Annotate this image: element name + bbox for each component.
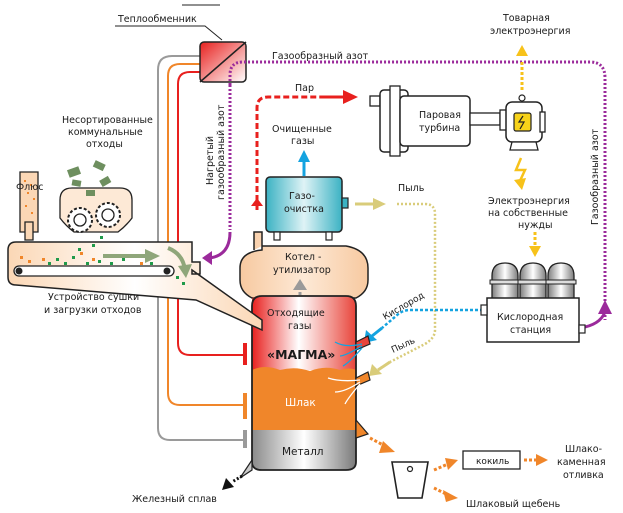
shredder-gears-icon — [67, 202, 121, 233]
slag-casting-label-1: Шлако- — [565, 444, 602, 455]
flux-particles — [20, 180, 143, 265]
commercial-power-label-1: Товарная — [502, 13, 550, 24]
slag-casting-label-3: отливка — [563, 470, 604, 481]
oxygen-station-label-1: Кислородная — [497, 312, 563, 323]
own-power-label-3: нужды — [518, 220, 552, 231]
slag-output-arrows — [433, 454, 548, 502]
slag-label: Шлак — [285, 397, 316, 409]
gaseous-nitrogen-top-label: Газообразный азот — [272, 51, 369, 62]
offgas-label-1: Отходящие — [267, 308, 325, 319]
steam-label: Пар — [295, 83, 314, 94]
steam-turbine-label-2: турбина — [419, 123, 460, 134]
flux-label: Флюс — [16, 182, 43, 193]
iron-alloy-flow — [222, 474, 243, 490]
metal-label: Металл — [282, 446, 324, 458]
own-power-label-1: Электроэнергия — [488, 196, 570, 207]
offgas-label-2: газы — [288, 321, 311, 332]
boiler-label-2: утилизатор — [273, 265, 331, 276]
heat-exchanger-label: Теплообменник — [117, 14, 197, 25]
mold-label: кокиль — [476, 457, 509, 467]
electricity-flow — [514, 45, 541, 257]
dryer-label-2: и загрузки отходов — [44, 305, 142, 316]
unsorted-waste-label-2: коммунальные — [68, 127, 143, 138]
slag-ladle-icon — [391, 461, 429, 499]
own-power-label-2: на собственные — [488, 208, 568, 219]
slag-gravel-label: Шлаковый щебень — [466, 499, 561, 510]
boiler-label-1: Котел - — [285, 252, 321, 263]
commercial-power-label-2: электроэнергия — [490, 26, 570, 37]
shredded-waste-particles — [48, 236, 185, 285]
electric-generator-icon — [499, 94, 546, 151]
magma-label: «МАГМА» — [267, 347, 335, 362]
dust-label-2: Пыль — [390, 336, 417, 356]
heat-exchanger-leader — [115, 25, 223, 41]
waste-heat-boiler — [239, 231, 369, 300]
oxygen-station — [480, 262, 586, 343]
waste-particles — [66, 160, 112, 196]
heated-nitrogen-label-2: газообразный азот — [216, 104, 227, 200]
dust-label-1: Пыль — [398, 183, 425, 194]
gas-cleaning-label-1: Газо- — [289, 191, 315, 202]
dryer-label-1: Устройство сушки — [48, 292, 139, 303]
unsorted-waste-label-3: отходы — [86, 139, 123, 150]
slag-flow — [369, 436, 395, 453]
cleaned-gases-label-1: Очищенные — [272, 124, 332, 135]
gas-cleaning-unit — [265, 150, 349, 241]
slag-casting-label-2: каменная — [557, 457, 606, 468]
gas-cleaning-label-2: очистка — [284, 204, 324, 215]
steam-turbine-label-1: Паровая — [419, 110, 461, 121]
heated-nitrogen-label-1: Нагретый — [205, 136, 216, 185]
gaseous-nitrogen-right-label: Газообразный азот — [590, 128, 601, 225]
steam-turbine — [369, 85, 501, 157]
unsorted-waste-label-1: Несортированные — [62, 115, 153, 126]
oxygen-station-label-2: станция — [510, 325, 551, 336]
steam-flow — [251, 90, 358, 210]
dust-flow — [355, 198, 437, 376]
oxygen-label: Кислород — [382, 291, 427, 323]
iron-alloy-label: Железный сплав — [132, 494, 217, 505]
mold-box — [462, 450, 521, 470]
plasma-furnace — [239, 295, 371, 479]
cleaned-gases-label-2: газы — [291, 136, 314, 147]
